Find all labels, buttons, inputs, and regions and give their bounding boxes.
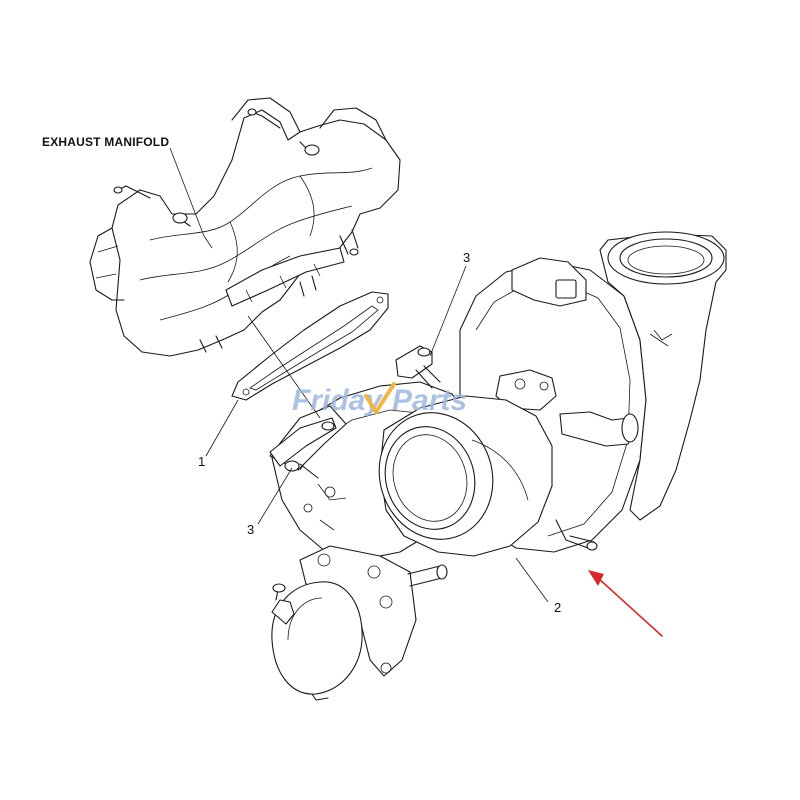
callout-2-label: 2 bbox=[554, 600, 561, 615]
exhaust-manifold bbox=[89, 97, 401, 357]
wastegate-actuator bbox=[271, 545, 448, 701]
manifold-studs bbox=[113, 108, 359, 353]
callout-3-top-label: 3 bbox=[463, 250, 470, 265]
watermark-accent-icon bbox=[364, 382, 396, 414]
turbocharger-part-2 bbox=[269, 231, 727, 701]
watermark-text-parts: Parts bbox=[392, 384, 467, 417]
red-pointer-arrow-icon bbox=[588, 570, 663, 637]
bolts-part-3 bbox=[269, 345, 441, 479]
callout-1-label: 1 bbox=[198, 454, 205, 469]
leader-lines bbox=[169, 147, 549, 603]
gasket-part-1 bbox=[231, 291, 389, 401]
callout-3-bottom-label: 3 bbox=[247, 522, 254, 537]
watermark: Friday Parts bbox=[292, 382, 467, 417]
exhaust-manifold-label: EXHAUST MANIFOLD bbox=[42, 135, 169, 149]
